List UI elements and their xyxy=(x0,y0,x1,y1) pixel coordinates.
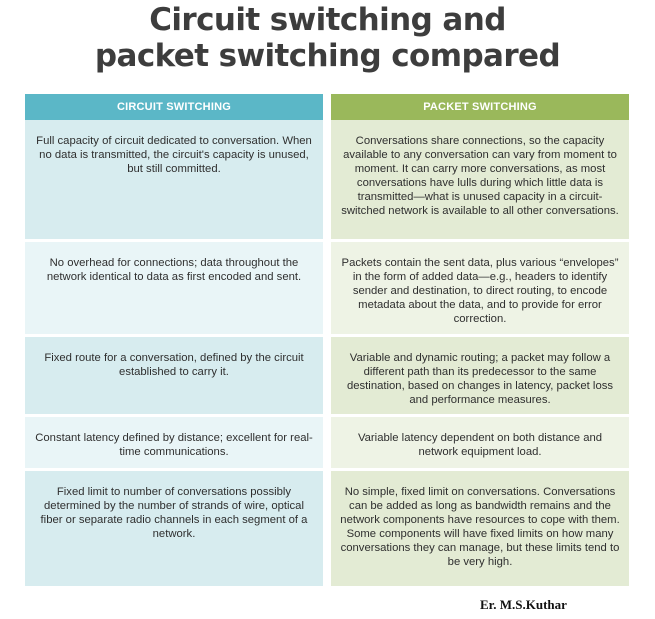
circuit-switching-column: CIRCUIT SWITCHING Full capacity of circu… xyxy=(25,94,323,586)
packet-cell-latency: Variable latency dependent on both dista… xyxy=(331,417,629,468)
packet-cell-capacity: Conversations share connections, so the … xyxy=(331,120,629,239)
packet-switching-column: PACKET SWITCHING Conversations share con… xyxy=(331,94,629,586)
packet-switching-header: PACKET SWITCHING xyxy=(331,94,629,120)
circuit-cell-limits: Fixed limit to number of conversations p… xyxy=(25,471,323,586)
circuit-cell-latency: Constant latency defined by distance; ex… xyxy=(25,417,323,468)
author-signature: Er. M.S.Kuthar xyxy=(480,597,567,612)
packet-cell-routing: Variable and dynamic routing; a packet m… xyxy=(331,337,629,414)
packet-cell-limits: No simple, fixed limit on conversations.… xyxy=(331,471,629,586)
title-line-1: Circuit switching and xyxy=(149,2,506,38)
page-title: Circuit switching and packet switching c… xyxy=(0,2,655,74)
packet-cell-overhead: Packets contain the sent data, plus vari… xyxy=(331,242,629,334)
title-line-2: packet switching compared xyxy=(94,38,561,74)
circuit-switching-header: CIRCUIT SWITCHING xyxy=(25,94,323,120)
circuit-cell-overhead: No overhead for connections; data throug… xyxy=(25,242,323,334)
circuit-cell-capacity: Full capacity of circuit dedicated to co… xyxy=(25,120,323,239)
circuit-cell-routing: Fixed route for a conversation, defined … xyxy=(25,337,323,414)
